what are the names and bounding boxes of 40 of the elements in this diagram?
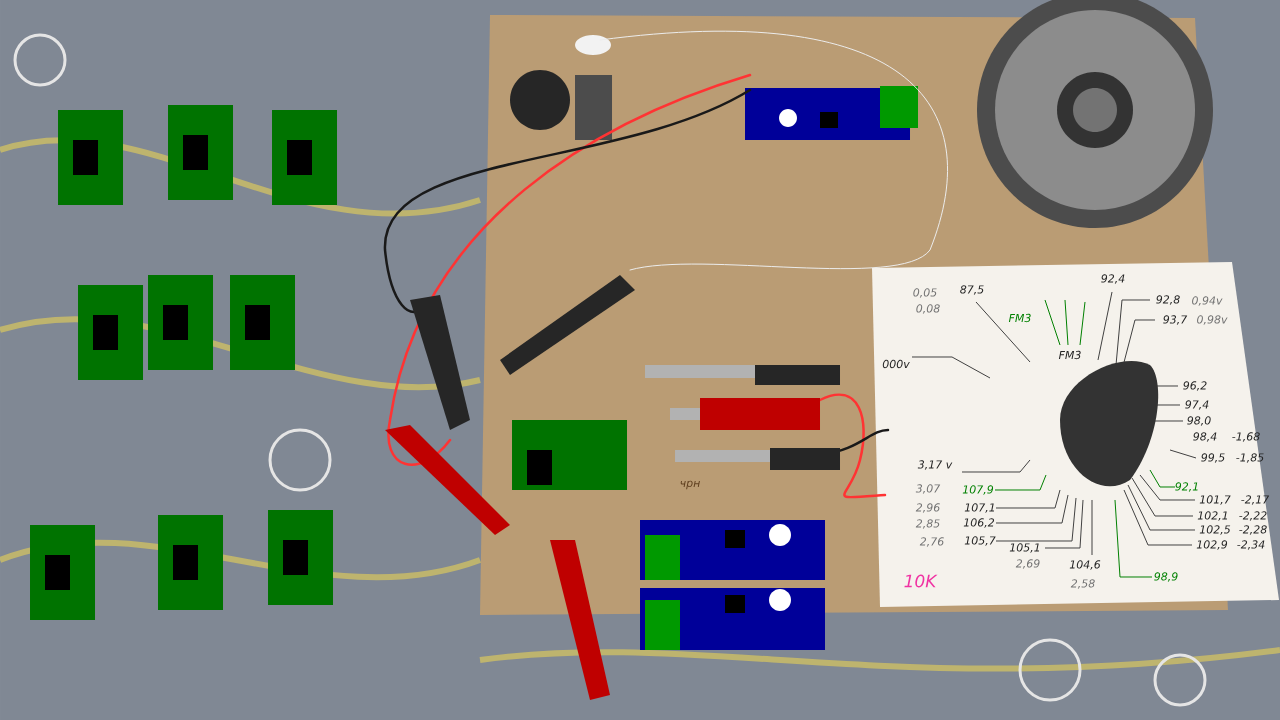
handwritten-label: 92,8 — [1156, 295, 1180, 305]
handwritten-label: 2,76 — [919, 537, 944, 547]
handwritten-label: 107,1 — [964, 503, 995, 513]
handwritten-label: FM3 — [1008, 313, 1031, 323]
handwritten-label: 3,07 — [915, 484, 941, 494]
handwritten-label: 105,1 — [1009, 543, 1040, 553]
handwritten-label: 92,4 — [1101, 274, 1125, 284]
handwritten-label: 2,69 — [1015, 559, 1040, 569]
handwritten-label: 102,1 — [1197, 511, 1228, 521]
handwritten-label: 105,7 — [964, 536, 996, 546]
handwritten-label: 101,7 — [1199, 495, 1231, 505]
handwritten-label: 2,58 — [1070, 579, 1095, 589]
handwritten-label: 106,2 — [963, 518, 995, 528]
handwritten-label: -2,28 — [1239, 525, 1267, 535]
handwritten-label: -2,22 — [1239, 511, 1267, 521]
handwritten-label: 102,5 — [1199, 525, 1231, 535]
handwritten-label: 87,5 — [960, 285, 984, 295]
handwritten-label: 96,2 — [1183, 381, 1207, 391]
handwritten-label: -2,34 — [1237, 540, 1265, 550]
handwritten-label: 2,85 — [915, 519, 940, 529]
handwritten-label: 98,0 — [1187, 416, 1211, 426]
handwritten-label: 2,96 — [915, 503, 940, 513]
handwritten-label: 104,6 — [1069, 560, 1101, 570]
handwritten-label: 0,94v — [1192, 296, 1223, 306]
handwritten-label: 3,17 v — [917, 460, 953, 470]
handwritten-label: 0,05 — [913, 288, 937, 298]
handwritten-label: 97,4 — [1185, 400, 1209, 410]
handwritten-label: 98,9 — [1154, 572, 1178, 582]
handwritten-label: 107,9 — [962, 485, 994, 495]
handwritten-label: 000v — [882, 359, 910, 369]
handwritten-label: 102,9 — [1196, 540, 1228, 550]
handwritten-label: 92,1 — [1175, 482, 1198, 492]
handwritten-label: FM3 — [1058, 350, 1081, 360]
handwritten-label: 99,5 — [1201, 453, 1225, 463]
handwritten-label: 0,08 — [916, 304, 940, 314]
handwritten-label: 98,4 — [1193, 432, 1217, 442]
handwritten-label: 10K — [904, 574, 938, 588]
handwritten-label: 0,98v — [1197, 315, 1228, 325]
handwritten-label: 93,7 — [1163, 315, 1188, 325]
handwritten-label: чрн — [680, 480, 700, 490]
